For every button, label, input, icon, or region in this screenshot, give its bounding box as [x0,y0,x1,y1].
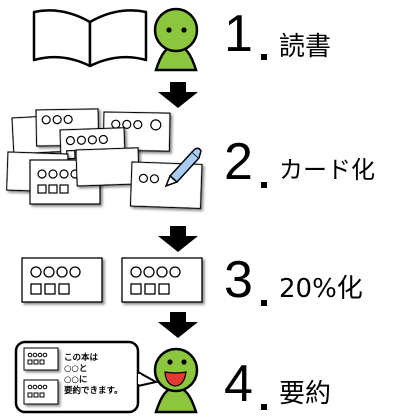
step-number: 3 [224,251,253,309]
step-label: 20%化 [279,274,363,304]
down-arrow-icon [158,82,198,108]
bubble-line: ○○に [64,375,88,385]
step-dot [261,182,267,188]
step-dot [261,54,267,60]
step-dot [261,300,267,306]
open-book-icon [32,9,148,68]
step-number: 2 [224,133,253,191]
step-label: 要約 [279,379,332,409]
scattered-cards-icon [6,108,203,210]
reader-character-icon [153,7,199,72]
down-arrow-icon [158,226,198,252]
down-arrow-icon [158,312,198,338]
step-number: 1 [224,5,253,63]
pen-icon [164,147,202,188]
step-label: カード化 [279,156,375,184]
step-number: 4 [224,355,253,413]
bubble-line: ○○と [64,364,88,374]
speaker-character-icon [153,347,199,414]
selected-cards-icon [21,257,203,303]
step-label: 読書 [279,32,332,62]
bubble-line: 要約できます。 [64,386,123,396]
mouth-icon [164,371,187,387]
bubble-line: この本は [64,353,99,363]
step-dot [261,404,267,410]
speech-bubble [14,340,159,414]
